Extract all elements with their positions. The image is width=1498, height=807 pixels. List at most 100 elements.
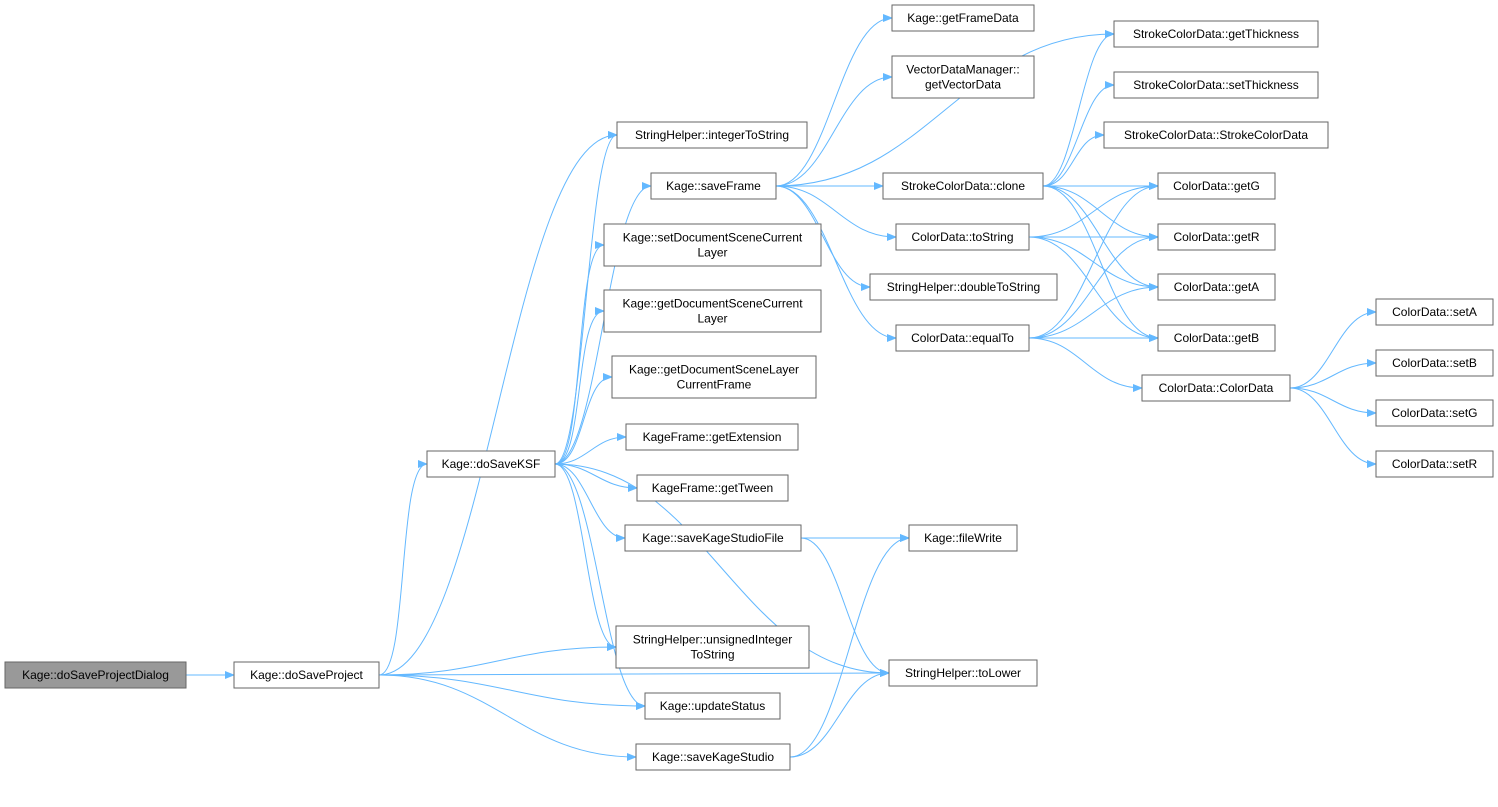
- node-box: [636, 474, 789, 502]
- node-label: ColorData::getB: [1174, 331, 1259, 345]
- edge-strokeClone-to-strokeCtor: [1042, 131, 1105, 187]
- edge-saveFrame-to-getVectorData: [775, 73, 893, 187]
- node-getA[interactable]: ColorData::getA: [1157, 273, 1276, 301]
- edge-doSaveKSF-to-getDocSceneLayerCurrentFrame: [554, 373, 613, 465]
- edge-saveFrame-to-getFrameData: [775, 14, 893, 187]
- node-label: Kage::saveKageStudioFile: [642, 531, 784, 545]
- edge-equalTo-to-getA: [1028, 283, 1159, 339]
- node-box: [616, 121, 808, 149]
- node-layer: Kage::doSaveProjectDialog Kage::doSavePro…: [4, 4, 1494, 771]
- node-box: [650, 172, 777, 200]
- node-setR[interactable]: ColorData::setR: [1375, 450, 1494, 478]
- edge-colorToString-to-getG: [1028, 182, 1159, 238]
- edge-doSaveKSF-to-setDocSceneCurrentLayer: [554, 241, 605, 465]
- node-getFrameData[interactable]: Kage::getFrameData: [891, 4, 1035, 32]
- node-getTween[interactable]: KageFrame::getTween: [636, 474, 789, 502]
- edge-doSaveProject-to-unsignedIntegerToString: [378, 643, 617, 676]
- node-label: StrokeColorData::StrokeColorData: [1124, 128, 1308, 142]
- node-updateStatus[interactable]: Kage::updateStatus: [644, 692, 781, 720]
- node-label: Layer: [697, 312, 727, 326]
- node-label: Kage::getFrameData: [907, 11, 1019, 25]
- node-strokeCtor[interactable]: StrokeColorData::StrokeColorData: [1103, 121, 1329, 149]
- node-label: ColorData::toString: [911, 230, 1013, 244]
- edge-equalTo-to-colorCtor: [1028, 337, 1143, 392]
- node-label: StringHelper::unsignedInteger: [633, 633, 792, 647]
- node-equalTo[interactable]: ColorData::equalTo: [895, 324, 1030, 352]
- node-saveKageStudio[interactable]: Kage::saveKageStudio: [635, 743, 791, 771]
- node-colorToString[interactable]: ColorData::toString: [895, 223, 1030, 251]
- node-label: StringHelper::doubleToString: [887, 280, 1040, 294]
- node-label: StrokeColorData::setThickness: [1133, 78, 1298, 92]
- node-label: StrokeColorData::clone: [901, 179, 1025, 193]
- node-colorCtor[interactable]: ColorData::ColorData: [1141, 374, 1291, 402]
- node-box: [1113, 71, 1319, 99]
- edge-doSaveKSF-to-getExtension: [554, 433, 627, 465]
- node-label: VectorDataManager::: [906, 63, 1019, 77]
- node-getThickness[interactable]: StrokeColorData::getThickness: [1113, 20, 1319, 48]
- node-box: [611, 355, 817, 399]
- node-label: ColorData::getA: [1174, 280, 1259, 294]
- edge-equalTo-to-getR: [1028, 233, 1159, 339]
- node-getVectorData[interactable]: VectorDataManager::getVectorData: [891, 55, 1035, 99]
- node-box: [895, 324, 1030, 352]
- node-doSaveKSF[interactable]: Kage::doSaveKSF: [426, 450, 556, 478]
- edge-colorCtor-to-setA: [1289, 308, 1377, 389]
- node-box: [1157, 273, 1276, 301]
- node-label: StrokeColorData::getThickness: [1133, 27, 1299, 41]
- node-fileWrite[interactable]: Kage::fileWrite: [908, 524, 1018, 552]
- node-doubleToString[interactable]: StringHelper::doubleToString: [869, 273, 1058, 301]
- edge-doSaveProject-to-integerToString: [378, 131, 618, 676]
- node-getG[interactable]: ColorData::getG: [1157, 172, 1276, 200]
- node-box: [1157, 172, 1276, 200]
- edge-saveKageStudio-to-fileWrite: [789, 534, 910, 758]
- node-box: [1157, 324, 1276, 352]
- node-saveFrame[interactable]: Kage::saveFrame: [650, 172, 777, 200]
- edge-colorCtor-to-setB: [1289, 359, 1377, 389]
- node-box: [891, 4, 1035, 32]
- node-label: ColorData::getR: [1173, 230, 1259, 244]
- node-box: [1113, 20, 1319, 48]
- node-label: Kage::doSaveProject: [250, 668, 363, 682]
- node-label: Layer: [697, 246, 727, 260]
- node-box: [603, 223, 822, 267]
- node-setThickness[interactable]: StrokeColorData::setThickness: [1113, 71, 1319, 99]
- edge-doSaveProject-to-doSaveKSF: [378, 460, 428, 676]
- node-box: [895, 223, 1030, 251]
- node-doSaveProject[interactable]: Kage::doSaveProject: [233, 661, 380, 689]
- node-doSaveProjectDialog[interactable]: Kage::doSaveProjectDialog: [4, 661, 187, 689]
- node-label: ColorData::setA: [1392, 305, 1477, 319]
- edge-saveFrame-to-colorToString: [775, 185, 897, 241]
- node-label: ColorData::ColorData: [1159, 381, 1274, 395]
- node-box: [615, 625, 810, 669]
- node-toLower[interactable]: StringHelper::toLower: [888, 659, 1038, 687]
- node-label: StringHelper::integerToString: [635, 128, 789, 142]
- node-box: [908, 524, 1018, 552]
- node-box: [1141, 374, 1291, 402]
- node-getR[interactable]: ColorData::getR: [1157, 223, 1276, 251]
- edge-equalTo-to-getG: [1028, 182, 1159, 339]
- node-box: [1103, 121, 1329, 149]
- node-label: Kage::fileWrite: [924, 531, 1002, 545]
- node-getExtension[interactable]: KageFrame::getExtension: [625, 423, 799, 451]
- node-label: ColorData::setR: [1392, 457, 1478, 471]
- edge-saveFrame-to-doubleToString: [775, 185, 871, 291]
- node-setG[interactable]: ColorData::setG: [1375, 399, 1494, 427]
- node-label: Kage::getDocumentSceneCurrent: [622, 297, 803, 311]
- edge-doSaveProject-to-saveKageStudio: [378, 674, 637, 761]
- node-setA[interactable]: ColorData::setA: [1375, 298, 1494, 326]
- node-setB[interactable]: ColorData::setB: [1375, 349, 1494, 377]
- node-getB[interactable]: ColorData::getB: [1157, 324, 1276, 352]
- edge-strokeClone-to-getThickness: [1042, 30, 1115, 187]
- node-label: CurrentFrame: [677, 378, 752, 392]
- node-box: [1157, 223, 1276, 251]
- edge-saveKageStudioFile-to-toLower: [800, 537, 890, 677]
- node-saveKageStudioFile[interactable]: Kage::saveKageStudioFile: [624, 524, 802, 552]
- edge-saveKageStudio-to-toLower: [789, 669, 890, 758]
- node-integerToString[interactable]: StringHelper::integerToString: [616, 121, 808, 149]
- node-strokeClone[interactable]: StrokeColorData::clone: [882, 172, 1044, 200]
- node-label: KageFrame::getExtension: [643, 430, 782, 444]
